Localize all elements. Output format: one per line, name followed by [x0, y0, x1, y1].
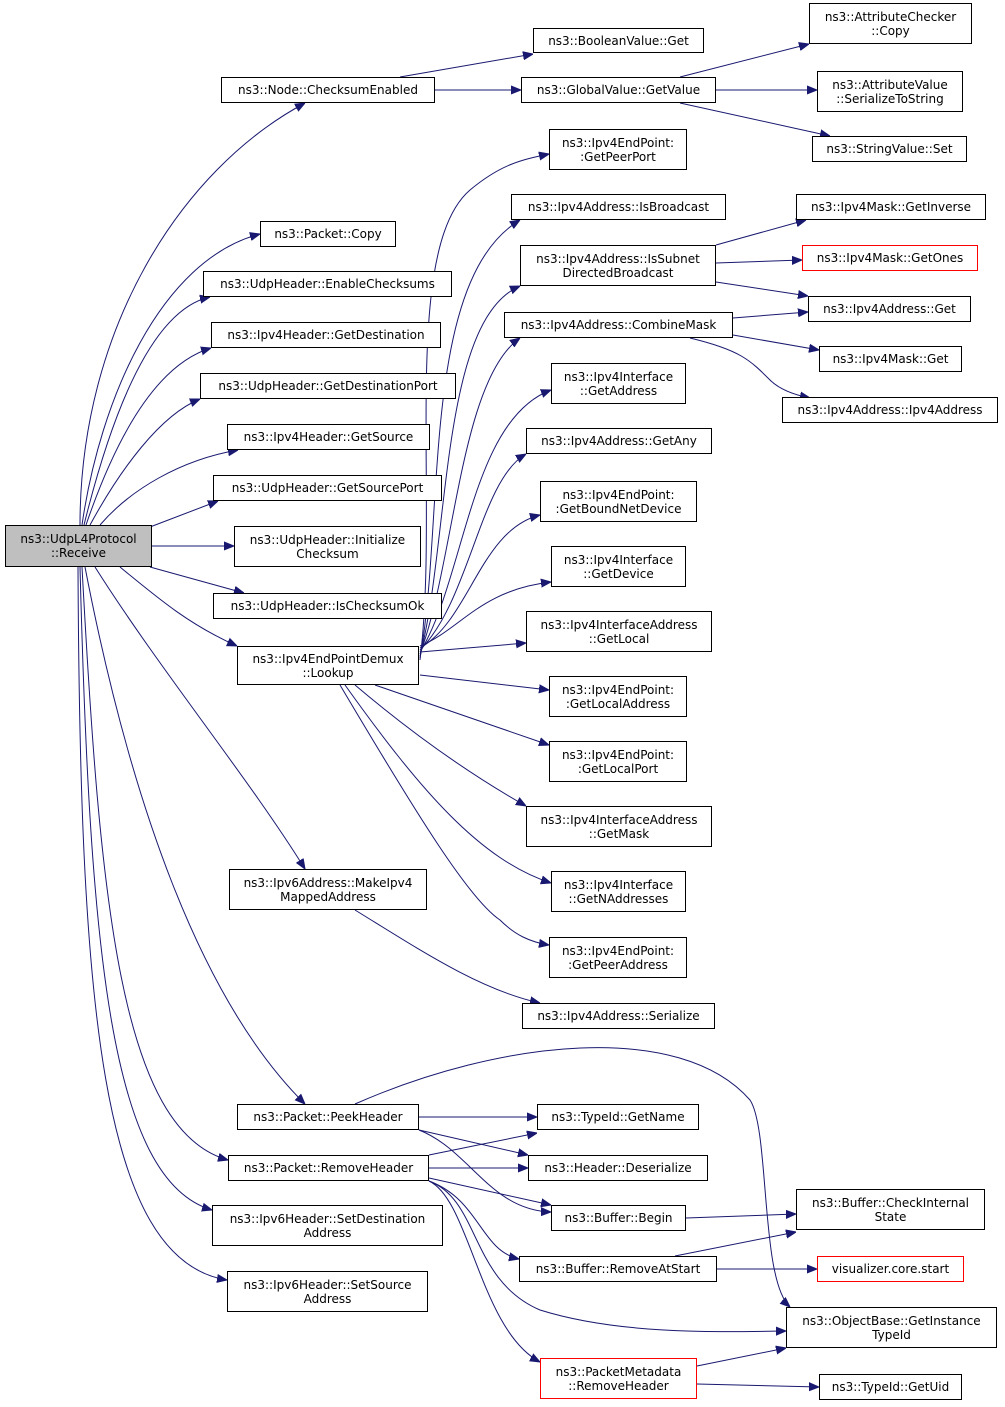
edge-demux-lookup-to-ep-get-peer-address	[339, 684, 549, 945]
node-packet-peek-header[interactable]: ns3::Packet::PeekHeader	[237, 1104, 419, 1130]
node-udp-receive: ns3::UdpL4Protocol ::Receive	[5, 525, 152, 567]
edge-udp-receive-to-udp-enable-checksums	[83, 297, 210, 526]
node-packet-remove-header[interactable]: ns3::Packet::RemoveHeader	[228, 1155, 429, 1181]
node-udp-initialize-checksum[interactable]: ns3::UdpHeader::Initialize Checksum	[234, 526, 421, 567]
node-ipv6-make-mapped[interactable]: ns3::Ipv6Address::MakeIpv4 MappedAddress	[229, 869, 427, 910]
node-addr-serialize[interactable]: ns3::Ipv4Address::Serialize	[522, 1003, 715, 1029]
node-ep-get-peer-port[interactable]: ns3::Ipv4EndPoint: :GetPeerPort	[549, 129, 687, 170]
edge-demux-lookup-to-if-get-device	[419, 582, 551, 647]
edge-ipv6-make-mapped-to-addr-serialize	[354, 909, 540, 1003]
node-ifaddr-get-local[interactable]: ns3::Ipv4InterfaceAddress ::GetLocal	[526, 611, 712, 652]
edge-addr-combine-mask-to-addr-ctor	[689, 337, 810, 398]
edge-packet-remove-header-to-typeid-get-name	[428, 1133, 537, 1156]
edge-demux-lookup-to-ep-get-local-port	[374, 684, 549, 745]
edge-udp-receive-to-packet-peek-header	[84, 566, 305, 1104]
edge-addr-combine-mask-to-addr-get	[732, 312, 808, 319]
node-string-value-set[interactable]: ns3::StringValue::Set	[812, 136, 967, 162]
node-ep-get-local-address[interactable]: ns3::Ipv4EndPoint: :GetLocalAddress	[549, 676, 687, 717]
edge-demux-lookup-to-ep-get-local-address	[419, 674, 549, 690]
edge-udp-receive-to-ipv6-make-mapped	[94, 566, 305, 869]
node-packet-copy[interactable]: ns3::Packet::Copy	[260, 221, 396, 247]
edge-udp-receive-to-udp-get-source-port	[149, 501, 218, 528]
node-ep-get-bound-net-device[interactable]: ns3::Ipv4EndPoint: :GetBoundNetDevice	[540, 481, 697, 522]
node-objectbase-get-instance-typeid[interactable]: ns3::ObjectBase::GetInstance TypeId	[786, 1307, 997, 1348]
node-ep-get-local-port[interactable]: ns3::Ipv4EndPoint: :GetLocalPort	[549, 741, 687, 782]
edge-udp-receive-to-udp-is-checksum-ok	[149, 566, 244, 593]
edge-addr-is-subnet-bcast-to-mask-get-ones	[715, 260, 802, 263]
edge-node-checksum-enabled-to-boolean-value-get	[399, 54, 533, 78]
node-ifaddr-get-mask[interactable]: ns3::Ipv4InterfaceAddress ::GetMask	[526, 806, 712, 847]
edge-udp-receive-to-ipv6h-set-destination	[79, 566, 212, 1210]
edge-demux-lookup-to-ep-get-bound-net-device	[419, 515, 540, 649]
edge-packet-peek-header-to-buffer-begin	[418, 1129, 551, 1212]
node-header-deserialize[interactable]: ns3::Header::Deserialize	[528, 1155, 708, 1181]
node-addr-is-subnet-bcast[interactable]: ns3::Ipv4Address::IsSubnet DirectedBroad…	[520, 245, 716, 286]
node-ipv4h-get-destination[interactable]: ns3::Ipv4Header::GetDestination	[211, 322, 441, 348]
node-mask-get-ones[interactable]: ns3::Ipv4Mask::GetOnes	[802, 245, 978, 271]
edge-demux-lookup-to-addr-get-any	[419, 454, 526, 651]
edge-addr-combine-mask-to-mask-get	[732, 334, 819, 350]
node-typeid-get-name[interactable]: ns3::TypeId::GetName	[537, 1104, 699, 1130]
edge-demux-lookup-to-if-get-n-addresses	[344, 684, 551, 883]
edge-global-value-getvalue-to-attribute-checker-copy	[679, 44, 809, 78]
edge-udp-receive-to-demux-lookup	[119, 566, 237, 646]
edge-demux-lookup-to-if-get-address	[419, 390, 551, 653]
node-addr-combine-mask[interactable]: ns3::Ipv4Address::CombineMask	[504, 312, 733, 338]
node-addr-get-any[interactable]: ns3::Ipv4Address::GetAny	[526, 428, 712, 454]
edge-packet-remove-header-to-buffer-remove-at-start	[428, 1180, 519, 1259]
node-if-get-n-addresses[interactable]: ns3::Ipv4Interface ::GetNAddresses	[551, 871, 686, 912]
edge-packet-remove-header-to-objectbase-get-instance-typeid	[428, 1180, 786, 1332]
edge-metadata-remove-header-to-objectbase-get-instance-typeid	[696, 1348, 786, 1367]
edge-udp-receive-to-packet-copy	[81, 234, 260, 526]
edge-udp-receive-to-ipv4h-get-source	[99, 450, 238, 526]
edge-demux-lookup-to-ep-get-peer-port	[419, 154, 549, 661]
node-udp-enable-checksums[interactable]: ns3::UdpHeader::EnableChecksums	[203, 271, 452, 297]
edge-demux-lookup-to-ifaddr-get-local	[419, 643, 526, 653]
node-attribute-value-serialize[interactable]: ns3::AttributeValue ::SerializeToString	[817, 71, 963, 112]
node-node-checksum-enabled[interactable]: ns3::Node::ChecksumEnabled	[221, 77, 435, 103]
edge-metadata-remove-header-to-typeid-get-uid	[696, 1384, 819, 1387]
node-typeid-get-uid[interactable]: ns3::TypeId::GetUid	[819, 1374, 962, 1400]
node-if-get-address[interactable]: ns3::Ipv4Interface ::GetAddress	[551, 363, 686, 404]
edge-udp-receive-to-node-checksum-enabled	[79, 103, 305, 526]
node-udp-get-source-port[interactable]: ns3::UdpHeader::GetSourcePort	[213, 475, 442, 501]
edge-udp-receive-to-udp-get-destination-port	[89, 399, 200, 526]
edge-udp-receive-to-packet-remove-header	[81, 566, 228, 1160]
edge-demux-lookup-to-ifaddr-get-mask	[354, 684, 526, 806]
node-global-value-getvalue[interactable]: ns3::GlobalValue::GetValue	[521, 77, 716, 103]
node-ep-get-peer-address[interactable]: ns3::Ipv4EndPoint: :GetPeerAddress	[549, 937, 687, 978]
node-buffer-check-internal[interactable]: ns3::Buffer::CheckInternal State	[796, 1189, 985, 1230]
edge-packet-peek-header-to-header-deserialize	[418, 1129, 528, 1155]
node-ipv4h-get-source[interactable]: ns3::Ipv4Header::GetSource	[227, 424, 430, 450]
node-mask-get[interactable]: ns3::Ipv4Mask::Get	[819, 346, 962, 372]
node-mask-get-inverse[interactable]: ns3::Ipv4Mask::GetInverse	[796, 194, 986, 220]
node-addr-get[interactable]: ns3::Ipv4Address::Get	[808, 296, 971, 322]
node-metadata-remove-header[interactable]: ns3::PacketMetadata ::RemoveHeader	[540, 1358, 697, 1399]
edge-packet-remove-header-to-buffer-begin	[428, 1177, 551, 1205]
edge-udp-receive-to-ipv4h-get-destination	[85, 348, 211, 526]
node-addr-ctor[interactable]: ns3::Ipv4Address::Ipv4Address	[782, 397, 998, 423]
node-ipv6h-set-source[interactable]: ns3::Ipv6Header::SetSource Address	[227, 1271, 428, 1312]
node-buffer-begin[interactable]: ns3::Buffer::Begin	[551, 1205, 686, 1231]
node-addr-is-broadcast[interactable]: ns3::Ipv4Address::IsBroadcast	[511, 194, 726, 220]
node-demux-lookup[interactable]: ns3::Ipv4EndPointDemux ::Lookup	[237, 646, 419, 685]
edge-addr-is-subnet-bcast-to-addr-get	[715, 281, 808, 296]
edge-udp-receive-to-ipv6h-set-source	[77, 566, 227, 1280]
node-boolean-value-get[interactable]: ns3::BooleanValue::Get	[533, 28, 704, 53]
edge-global-value-getvalue-to-string-value-set	[679, 102, 830, 136]
node-buffer-remove-at-start[interactable]: ns3::Buffer::RemoveAtStart	[519, 1256, 717, 1282]
node-attribute-checker-copy[interactable]: ns3::AttributeChecker ::Copy	[809, 3, 972, 44]
node-visualizer-start[interactable]: visualizer.core.start	[817, 1256, 964, 1282]
node-udp-get-destination-port[interactable]: ns3::UdpHeader::GetDestinationPort	[200, 373, 456, 399]
node-udp-is-checksum-ok[interactable]: ns3::UdpHeader::IsChecksumOk	[213, 593, 442, 619]
edge-packet-remove-header-to-metadata-remove-header	[428, 1180, 540, 1362]
edge-buffer-begin-to-buffer-check-internal	[685, 1214, 796, 1218]
node-if-get-device[interactable]: ns3::Ipv4Interface ::GetDevice	[551, 546, 686, 587]
edge-buffer-remove-at-start-to-buffer-check-internal	[674, 1232, 796, 1257]
edge-addr-is-subnet-bcast-to-mask-get-inverse	[715, 220, 806, 246]
node-ipv6h-set-destination[interactable]: ns3::Ipv6Header::SetDestination Address	[212, 1205, 443, 1246]
